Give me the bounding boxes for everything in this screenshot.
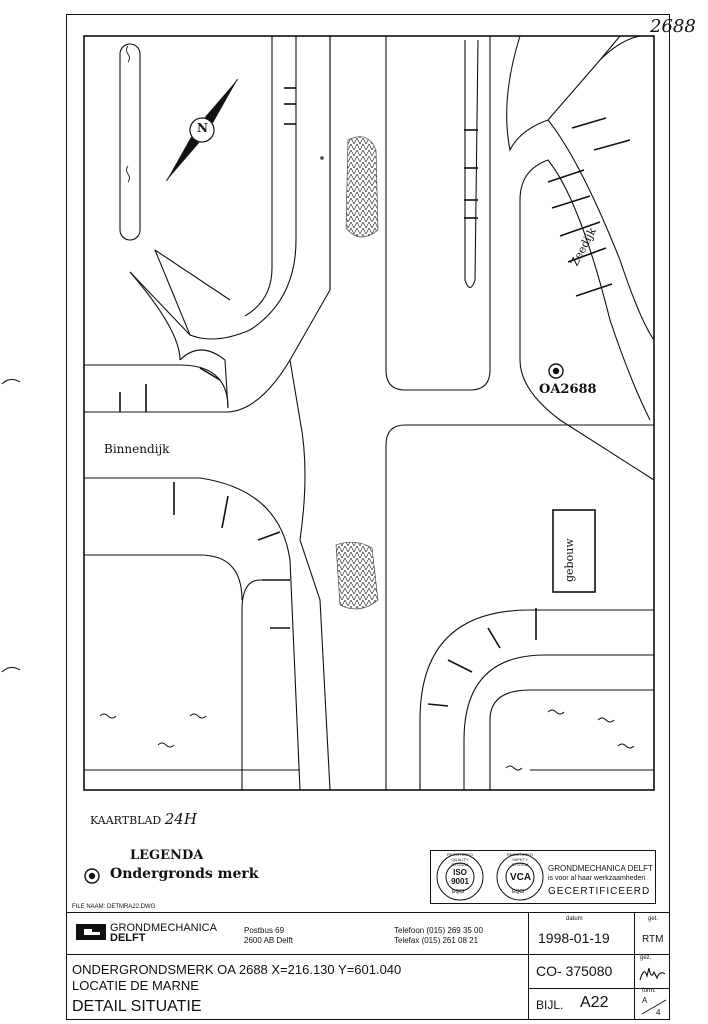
grass-symbols xyxy=(99,45,635,771)
street-lines xyxy=(84,35,655,791)
kaartblad-value: 24H xyxy=(164,810,197,828)
cert-line1: GRONDMECHANICA DELFT xyxy=(548,864,653,873)
file-name: FILE NAAM: DETMRA22.DWG xyxy=(72,904,155,910)
hatched-area-lower xyxy=(335,541,379,610)
file-name-label: FILE NAAM: xyxy=(72,904,106,910)
company-postcode: 2600 AB Delft xyxy=(244,936,293,945)
form-bottom: 4 xyxy=(656,1008,661,1017)
form-label: form. xyxy=(642,988,656,994)
certification-logos xyxy=(436,853,544,901)
marker-label: OA2688 xyxy=(539,382,597,397)
description-line2: LOCATIE DE MARNE xyxy=(72,978,199,993)
company-name-line2: DELFT xyxy=(110,932,146,944)
project-number: CO- 375080 xyxy=(536,963,613,979)
vca-badge-text: VCA xyxy=(510,872,532,883)
bijl-label: BIJL. xyxy=(536,998,564,1012)
building-label: gebouw xyxy=(563,538,576,582)
iso-badge-text: ISO 9001 xyxy=(451,868,469,886)
cert-line3: GECERTIFICEERD xyxy=(548,886,651,897)
company-name-line1: GRONDMECHANICA xyxy=(110,922,217,934)
get-label: get. xyxy=(648,916,659,922)
street-label-binnendijk: Binnendijk xyxy=(104,442,170,456)
legend-item-label: Ondergronds merk xyxy=(110,866,259,882)
north-label: N xyxy=(197,121,208,135)
vca-ring-text: REGISTERED SAFETY SYSTEM xyxy=(506,852,533,867)
datum-value: 1998-01-19 xyxy=(538,930,610,946)
iso-ring-text: REGISTERED QUALITY SYSTEM xyxy=(446,852,473,867)
sheet-number: 2688 xyxy=(650,16,696,37)
building-gebouw xyxy=(552,509,596,593)
map-frame xyxy=(83,35,655,791)
company-telefoon: Telefoon (015) 269 35 00 xyxy=(394,926,483,935)
form-top: A xyxy=(642,996,648,1005)
drawing-sheet xyxy=(66,14,670,1020)
file-name-value: DETMRA22.DWG xyxy=(107,904,156,910)
get-value: RTM xyxy=(642,934,664,945)
signature-icon xyxy=(639,967,666,981)
company-postbus: Postbus 69 xyxy=(244,926,285,935)
drawing-title: DETAIL SITUATIE xyxy=(72,998,202,1015)
north-arrow-icon xyxy=(166,78,238,182)
bijl-value: A22 xyxy=(580,994,609,1011)
kaartblad: KAARTBLAD 24H xyxy=(90,810,197,828)
legend-title: LEGENDA xyxy=(130,848,204,863)
datum-label: datum xyxy=(566,916,583,922)
description-line1: ONDERGRONDSMERK OA 2688 X=216.130 Y=601.… xyxy=(72,962,402,977)
benchmark-icon xyxy=(84,868,100,884)
kaartblad-label: KAARTBLAD xyxy=(90,814,162,827)
benchmark-marker-icon xyxy=(548,363,564,379)
company-logo-icon xyxy=(76,924,106,940)
company-telefax: Telefax (015) 261 08 21 xyxy=(394,936,479,945)
iso-eqci: EQCI xyxy=(452,889,465,895)
vca-eqci: EQCI xyxy=(512,889,525,895)
gez-label: gez. xyxy=(640,955,652,961)
hatched-area-upper xyxy=(345,136,379,238)
parking-marks xyxy=(119,87,631,707)
form-slash xyxy=(641,999,667,1015)
certification-box xyxy=(430,850,656,904)
cert-line2: is voor al haar werkzaamheden xyxy=(548,875,646,882)
